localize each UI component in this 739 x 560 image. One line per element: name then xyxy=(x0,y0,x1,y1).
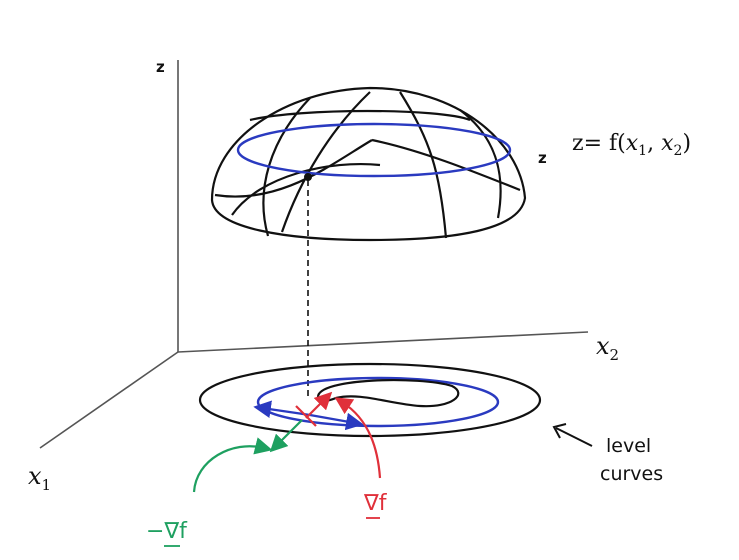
gradient-arrows xyxy=(295,391,382,479)
dome-grid-1 xyxy=(249,109,471,122)
dome-grid-2 xyxy=(280,91,371,233)
dome-grid-5 xyxy=(459,109,502,219)
surface-eq-suffix: ) xyxy=(682,131,691,156)
surface-eq-prefix: z= f( xyxy=(572,131,626,156)
dome-grid-8 xyxy=(231,162,381,216)
x1-axis-line xyxy=(39,351,179,449)
level-curves xyxy=(198,362,542,438)
level-pointer-head xyxy=(552,423,567,439)
surface-eq-x1-sub: 1 xyxy=(638,143,647,159)
axes xyxy=(39,60,589,449)
tangent-arrow-right xyxy=(309,412,364,431)
x1-axis-var: x xyxy=(28,462,42,490)
level-curve-blue xyxy=(256,376,500,428)
surface-eq-x2: x xyxy=(661,131,674,156)
level-curves-label-line1: level xyxy=(606,435,651,457)
neg-gradient-arrows xyxy=(192,419,303,493)
surface-equation: z= f(x1, x2) xyxy=(572,131,691,159)
x2-axis-sub: 2 xyxy=(610,346,620,364)
neg-grad-f-label: −∇f xyxy=(146,519,188,544)
dome-outline xyxy=(210,86,527,242)
grad-arrow xyxy=(305,391,333,419)
dome-grid-6 xyxy=(214,139,373,198)
z-axis-label: z xyxy=(156,58,165,76)
tangent-arrows xyxy=(253,400,364,431)
x1-axis-label: x1 xyxy=(28,462,51,494)
surface-eq-x2-sub: 2 xyxy=(674,143,683,159)
neg-grad-pointer xyxy=(192,437,273,493)
surface-point xyxy=(304,173,312,181)
dome-contour xyxy=(236,122,512,178)
x2-axis-label: x2 xyxy=(596,332,619,364)
level-curve-inner xyxy=(316,378,460,408)
x1-axis-sub: 1 xyxy=(42,476,52,494)
dome-grid-7 xyxy=(371,138,521,192)
neg-grad-arrow xyxy=(269,419,303,453)
x2-axis-line xyxy=(177,331,589,353)
grad-pointer xyxy=(334,397,382,479)
level-curves-label-line2: curves xyxy=(600,463,663,485)
grad-cross xyxy=(295,405,317,427)
tangent-arrow-left xyxy=(253,400,311,418)
z-stray-label: z xyxy=(538,149,547,167)
grad-f-label: ∇f xyxy=(363,491,388,516)
surface-eq-x1: x xyxy=(626,131,639,156)
level-curves-pointer xyxy=(552,423,593,447)
surface-eq-comma: , xyxy=(647,131,661,156)
x2-axis-var: x xyxy=(596,332,610,360)
level-pointer-shaft xyxy=(555,427,593,447)
